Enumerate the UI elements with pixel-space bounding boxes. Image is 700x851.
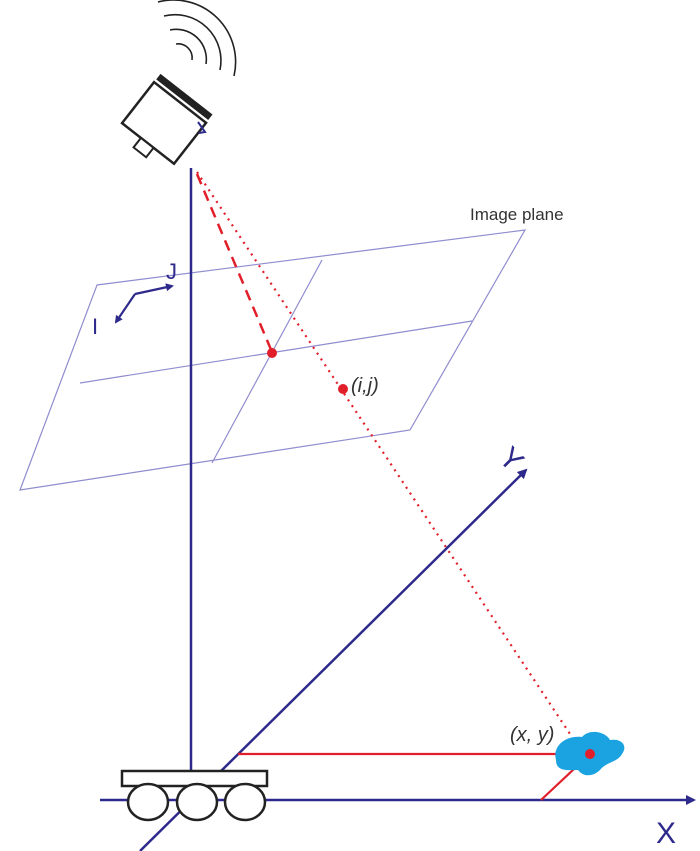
camera-top-strip [156,73,213,121]
pixel-point-label: (i,j) [351,375,379,397]
camera-icon [120,73,213,166]
image-plane-outline [19,229,527,491]
axis-j-arrow [134,283,174,296]
image-plane-label: Image plane [470,205,564,224]
projection-ray-dashed [195,173,274,353]
axis-i-label: I [92,314,98,339]
image-plane-grid-vertical [211,259,323,464]
world-point [585,749,595,759]
axis-i-arrow [114,293,136,324]
image-axes [114,283,174,324]
robot-wheel-right [223,782,267,822]
pixel-point [338,384,348,394]
robot-wheel-left [126,782,170,822]
projection-ray-dotted [196,171,575,741]
axis-j-label: J [166,259,177,284]
robot-wheel-middle [175,782,219,822]
axis-x-label: X [656,817,676,850]
wireless-signal-icon [157,0,237,77]
camera-lens [132,136,155,159]
world-point-label: (x, y) [510,724,554,746]
camera-body [120,80,208,166]
image-plane [19,229,527,491]
plane-intersection-point [267,348,277,358]
mobile-robot-icon [120,769,269,822]
camera-mount-arrow [197,121,207,134]
